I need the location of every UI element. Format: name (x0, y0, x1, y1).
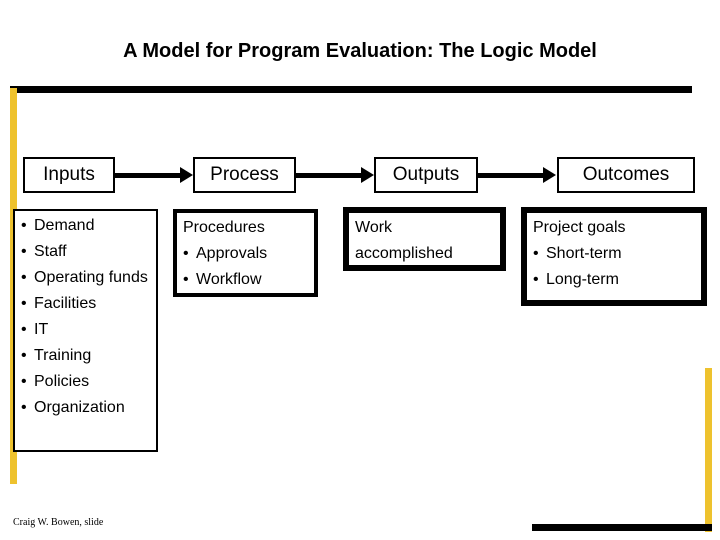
bullet-icon: • (21, 295, 27, 312)
bullet-item: • Operating funds (21, 265, 153, 291)
bullet-label: Long-term (546, 271, 619, 288)
bullet-item: • Long-term (533, 267, 698, 293)
arrow-line (478, 173, 544, 178)
bullet-label: IT (34, 321, 49, 338)
arrow-line (296, 173, 362, 178)
bullet-item: • Demand (21, 213, 153, 239)
bullet-icon: • (21, 373, 27, 390)
detail-box-outputs: Work accomplished (343, 207, 506, 271)
bullet-label: Operating funds (34, 269, 148, 286)
bullet-label: Organization (34, 399, 125, 416)
bullet-icon: • (21, 321, 27, 338)
bullet-label: Short-term (546, 245, 622, 262)
stage-label-process: Process (210, 164, 279, 185)
bullet-item: • Short-term (533, 241, 698, 267)
arrow-head-icon (180, 167, 193, 183)
bullet-icon: • (21, 347, 27, 364)
bullet-label: Training (34, 347, 92, 364)
stage-box-process: Process (193, 157, 296, 193)
outcomes-detail-heading: Project goals (533, 219, 626, 236)
stage-label-outputs: Outputs (392, 164, 460, 185)
bullet-label: Staff (34, 243, 67, 260)
process-bullet-list: • Approvals • Workflow (183, 241, 311, 293)
detail-box-outcomes: Project goals • Short-term • Long-term (521, 207, 707, 306)
bottom-right-rule (532, 524, 712, 531)
bullet-item: • Workflow (183, 267, 311, 293)
bullet-item: • IT (21, 317, 153, 343)
bullet-icon: • (21, 269, 27, 286)
bullet-item: • Staff (21, 239, 153, 265)
bullet-label: Approvals (196, 245, 268, 262)
stage-box-outcomes: Outcomes (557, 157, 695, 193)
bullet-icon: • (21, 399, 27, 416)
footer-credit: Craig W. Bowen, slide (13, 517, 104, 528)
bullet-icon: • (183, 271, 189, 288)
arrow-head-icon (543, 167, 556, 183)
bullet-item: • Approvals (183, 241, 311, 267)
bullet-label: Workflow (196, 271, 262, 288)
stage-label-inputs: Inputs (43, 164, 95, 185)
arrow-line (115, 173, 181, 178)
bullet-label: Facilities (34, 295, 97, 312)
outputs-detail-heading: Work accomplished (355, 219, 453, 262)
right-accent-bar (705, 368, 712, 532)
inputs-bullet-list: • Demand • Staff • Operating funds • Facilities… (21, 213, 153, 421)
process-detail-heading: Procedures (183, 219, 265, 236)
arrow-process-to-outputs-icon (296, 167, 374, 183)
detail-box-process: Procedures • Approvals • Workflow (173, 209, 318, 297)
bullet-item: • Policies (21, 369, 153, 395)
stage-box-inputs: Inputs (23, 157, 115, 193)
bullet-icon: • (183, 245, 189, 262)
bullet-item: • Facilities (21, 291, 153, 317)
bullet-item: • Organization (21, 395, 153, 421)
detail-box-inputs: • Demand • Staff • Operating funds • Facilities… (13, 209, 158, 452)
bullet-icon: • (21, 217, 27, 234)
bullet-icon: • (21, 243, 27, 260)
bullet-label: Policies (34, 373, 90, 390)
slide-title: A Model for Program Evaluation: The Logi… (123, 40, 597, 62)
outcomes-bullet-list: • Short-term • Long-term (533, 241, 698, 293)
arrow-inputs-to-process-icon (115, 167, 193, 183)
bullet-label: Demand (34, 217, 95, 234)
title-underline-rule (10, 86, 692, 93)
bullet-item: • Training (21, 343, 153, 369)
stage-label-outcomes: Outcomes (582, 164, 670, 185)
bullet-icon: • (533, 245, 539, 262)
arrow-head-icon (361, 167, 374, 183)
bullet-icon: • (533, 271, 539, 288)
stage-box-outputs: Outputs (374, 157, 478, 193)
arrow-outputs-to-outcomes-icon (478, 167, 557, 183)
